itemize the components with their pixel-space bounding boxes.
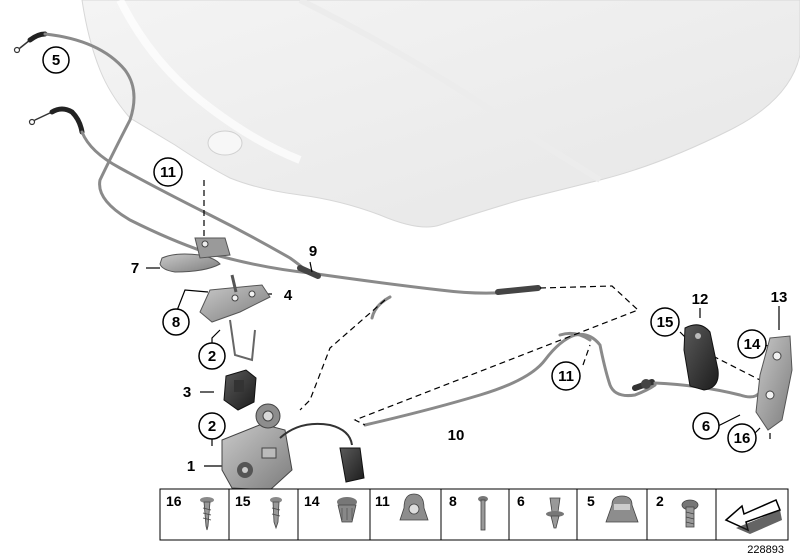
callout-2-lower-label: 2: [208, 418, 216, 435]
part-3-latch-switch: [223, 369, 257, 411]
legend-item-15-label: 15: [235, 493, 251, 509]
cable-joint: [495, 285, 541, 295]
hood-cap-detail: [207, 130, 243, 156]
callout-16[interactable]: 16: [727, 423, 757, 453]
part-1-hood-lock: [221, 403, 365, 491]
callout-7[interactable]: 7: [131, 260, 139, 277]
callout-14-label: 14: [744, 336, 761, 353]
callout-15-label: 15: [657, 314, 674, 331]
callout-3[interactable]: 3: [183, 384, 191, 401]
screw-icon: [200, 497, 214, 531]
legend-item-15[interactable]: 15: [235, 493, 282, 530]
blind-rivet-icon: [478, 496, 488, 531]
cable-holder-icon: [605, 495, 639, 523]
legend-item-5[interactable]: 5: [587, 493, 639, 523]
callout-9[interactable]: 9: [309, 243, 317, 260]
cable-clip-icon: [399, 493, 429, 521]
release-cable-right: [653, 381, 762, 399]
callout-11-right-label: 11: [558, 368, 574, 385]
callout-15[interactable]: 15: [650, 307, 680, 337]
release-cable-lower: [80, 130, 307, 272]
cable-sleeve-left: [49, 106, 85, 135]
push-clip-icon: [546, 497, 564, 529]
part-7-release-handle: [159, 237, 231, 273]
callout-5-label: 5: [52, 52, 60, 69]
legend-item-2-label: 2: [656, 493, 664, 509]
legend-item-16-label: 16: [166, 493, 182, 509]
callout-6[interactable]: 6: [692, 412, 720, 440]
legend-item-5-label: 5: [587, 493, 595, 509]
legend-item-14[interactable]: 14: [304, 493, 357, 523]
release-cable-upper: [43, 32, 542, 295]
callout-5[interactable]: 5: [42, 46, 70, 74]
callout-10[interactable]: 10: [448, 427, 465, 444]
legend-item-11-label: 11: [375, 493, 390, 509]
leader-lines: [203, 180, 771, 440]
arrow-icon: [724, 499, 782, 534]
legend-item-8[interactable]: 8: [449, 493, 488, 531]
callout-11-top[interactable]: 11: [153, 157, 183, 187]
callout-1[interactable]: 1: [187, 458, 195, 475]
legend-item-6[interactable]: 6: [517, 493, 564, 529]
parts-legend: 16 15 14 11: [159, 488, 789, 541]
part-13-bracket-plate: [755, 335, 793, 431]
callouts: 5 11 7 9 4 8 2 3 2 1 10 11 12 15: [42, 46, 788, 475]
legend-item-6-label: 6: [517, 493, 525, 509]
legend-item-2[interactable]: 2: [656, 493, 699, 528]
callout-13[interactable]: 13: [771, 289, 788, 306]
callout-11-right[interactable]: 11: [551, 361, 581, 391]
cable-sleeve-top: [27, 31, 48, 43]
callout-2-upper-label: 2: [208, 348, 216, 365]
callout-4[interactable]: 4: [284, 287, 293, 304]
part-12-lock-mount: [683, 324, 719, 391]
callout-11-top-label: 11: [160, 164, 176, 181]
callout-2-lower[interactable]: 2: [198, 412, 226, 440]
cable-assemblies: [13, 31, 762, 427]
hex-bolt-icon: [681, 499, 699, 528]
reference-number: 228893: [747, 544, 784, 556]
legend-item-16[interactable]: 16: [166, 493, 214, 531]
part-4-support-bracket: [199, 274, 271, 362]
callout-6-label: 6: [702, 418, 710, 435]
legend-item-11[interactable]: 11: [375, 493, 429, 521]
engine-hood: [81, 0, 800, 228]
legend-item-8-label: 8: [449, 493, 457, 509]
callout-14[interactable]: 14: [737, 329, 767, 359]
release-cable-10: [363, 333, 657, 427]
expanding-nut-icon: [337, 497, 357, 523]
callout-12[interactable]: 12: [692, 291, 709, 308]
cable-connector-9: [297, 265, 321, 279]
callout-2-upper[interactable]: 2: [198, 342, 226, 370]
screw-icon: [270, 497, 282, 530]
callout-8[interactable]: 8: [162, 308, 190, 336]
legend-item-14-label: 14: [304, 493, 320, 509]
callout-8-label: 8: [172, 314, 180, 331]
callout-16-label: 16: [734, 430, 751, 447]
